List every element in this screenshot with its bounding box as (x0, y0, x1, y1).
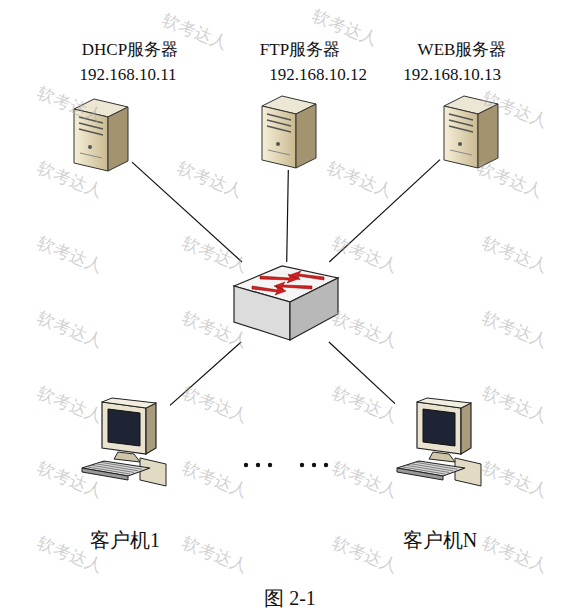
ip-address: 192.168.10.13 (403, 66, 501, 85)
watermark: 软考达人 (179, 232, 251, 279)
client-computer: 客户机1 (80, 398, 170, 493)
node-name: WEB服务器 (418, 41, 507, 60)
watermark: 软考达人 (329, 382, 401, 429)
web-server: WEB服务器192.168.10.13 (440, 92, 502, 170)
node-name: 客户机N (403, 529, 477, 551)
watermark: 软考达人 (174, 157, 246, 204)
watermark: 软考达人 (479, 457, 551, 504)
network-link (329, 342, 395, 404)
node-name: DHCP服务器 (82, 41, 178, 60)
server-icon (440, 92, 502, 170)
watermark: 软考达人 (329, 307, 401, 354)
watermark: 软考达人 (179, 457, 251, 504)
watermark: 软考达人 (34, 307, 106, 354)
network-switch (232, 262, 340, 342)
node-name: FTP服务器 (260, 41, 340, 60)
watermark: 软考达人 (34, 232, 106, 279)
ftp-server: FTP服务器192.168.10.12 (258, 92, 320, 170)
client-icon (395, 398, 485, 493)
client-icon (80, 398, 170, 493)
watermark: 软考达人 (34, 382, 106, 429)
node-name: 客户机1 (90, 529, 160, 551)
ip-address: 192.168.10.12 (269, 66, 367, 85)
network-link (132, 162, 242, 262)
figure-caption: 图 2-1 (264, 585, 316, 610)
watermark: 软考达人 (329, 232, 401, 279)
watermark: 软考达人 (479, 307, 551, 354)
watermark: 软考达人 (479, 232, 551, 279)
server-icon (70, 95, 132, 173)
watermark: 软考达人 (179, 532, 251, 579)
server-icon (258, 92, 320, 170)
dhcp-server: DHCP服务器192.168.10.11 (70, 95, 132, 173)
network-link (287, 170, 289, 262)
watermark: 软考达人 (329, 457, 401, 504)
switch-icon (232, 262, 340, 342)
watermark: 软考达人 (329, 532, 401, 579)
network-link (329, 160, 440, 262)
watermark: 软考达人 (324, 157, 396, 204)
watermark: 软考达人 (479, 532, 551, 579)
watermark: 软考达人 (179, 382, 251, 429)
ip-address: 192.168.10.11 (79, 66, 176, 85)
watermark: 软考达人 (479, 382, 551, 429)
client-computer: 客户机N (395, 398, 485, 493)
network-link (170, 342, 241, 405)
